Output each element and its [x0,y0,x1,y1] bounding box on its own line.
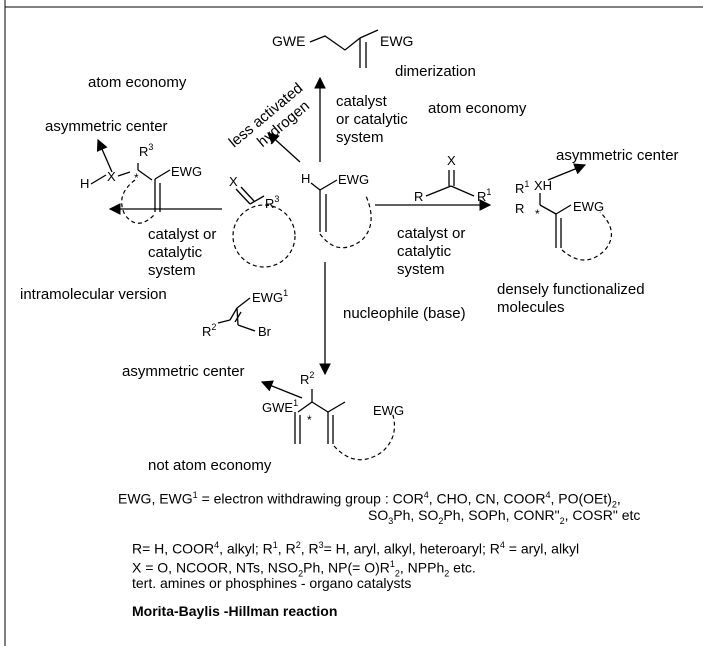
atom-economy-right: atom economy [428,100,527,117]
ewg-label: EWG [380,33,413,49]
left-ewg: EWG [171,164,202,179]
not-atom-economy-label: not atom economy [148,457,272,474]
right-product: XH R1 * R EWG [515,178,612,261]
left-cat-3: system [148,262,196,279]
center-ewg: EWG [338,172,369,187]
bottom-product: R2 GWE1 * EWG [262,370,404,461]
bottom-ewg: EWG [373,403,404,418]
bottom-gwe1: GWE1 [262,398,298,415]
left-h: H [80,176,89,191]
dense-label-1: densely functionalized [497,281,645,298]
atom-economy-left: atom economy [88,74,187,91]
right-r1: R1 [515,179,529,196]
r-definition-line: R= H, COOR4, alkyl; R1, R2, R3= H, aryl,… [132,540,580,557]
dimer-structure: GWE EWG [272,29,413,68]
bromide-br: Br [258,324,272,339]
up-catalyst-1: catalyst [336,93,388,110]
x-definition-line: X = O, NCOOR, NTs, NSO2Ph, NP(= O)R12, N… [132,559,476,579]
left-asym-label: asymmetric center [45,118,168,135]
center-h: H [301,171,310,186]
reagent-r: R [414,189,423,204]
ewg-definition-line-1: EWG, EWG1 = electron withdrawing group :… [118,490,621,510]
left-star: * [134,171,139,185]
right-star: * [535,207,540,221]
left-r3: R3 [139,142,153,159]
gwe-label: GWE [272,33,305,49]
left-x: X [107,169,116,184]
catalysts-line: tert. amines or phosphines - organo cata… [132,575,412,591]
dimerization-label: dimerization [395,63,476,80]
bottom-asym-label: asymmetric center [122,363,245,380]
right-cat-2: catalytic [397,243,452,260]
reagent-x: X [447,153,456,168]
aldehyde-reagent: X R R1 [414,153,491,204]
left-asym-arrow [96,138,113,173]
intramolecular-label: intramolecular version [20,286,167,303]
diagonal-arrow [267,132,301,163]
allyl-bromide-reagent: EWG1 Br R2 [202,288,288,339]
right-xh: XH [534,178,552,193]
right-asym-arrow [547,163,587,181]
left-cat-2: catalytic [148,244,203,261]
right-ewg: EWG [573,199,604,214]
left-product: H X R3 * EWG [80,142,202,224]
center-x: X [229,174,238,189]
bottom-star: * [307,413,312,427]
right-cat-1: catalyst or [397,225,465,242]
bottom-asym-arrow [260,380,303,399]
ewg-definition-line-2: SO3Ph, SO2Ph, SOPh, CONR"2, COSR" etc [368,507,641,526]
right-r: R [515,201,524,216]
up-catalyst-3: system [336,129,384,146]
center-r3: R3 [265,194,279,211]
left-cat-1: catalyst or [148,226,216,243]
reagent-r1: R1 [477,187,491,204]
nucleophile-label: nucleophile (base) [343,305,466,322]
up-catalyst-2: or catalytic [336,111,408,128]
right-cat-3: system [397,261,445,278]
right-asym-label: asymmetric center [556,147,679,164]
bromide-r2: R2 [202,322,216,339]
reaction-title: Morita-Baylis -Hillman reaction [132,603,338,619]
bottom-r2: R2 [300,370,314,387]
bromide-ewg1: EWG1 [252,288,288,305]
dense-label-2: molecules [497,299,565,316]
center-molecule: X R3 H EWG [229,171,372,268]
